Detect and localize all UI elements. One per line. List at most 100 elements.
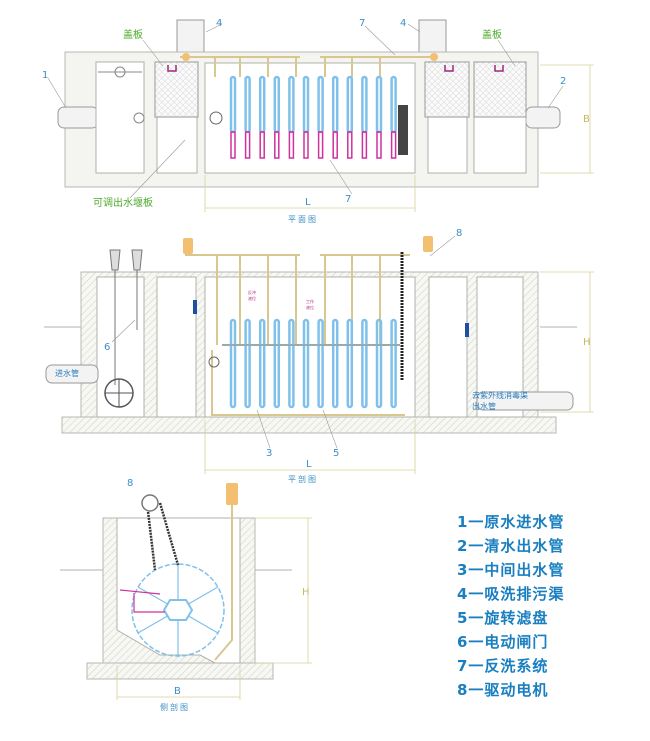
valve-icons xyxy=(183,236,433,254)
filter-disc-lower xyxy=(288,131,295,159)
filter-disc-lower xyxy=(317,131,324,159)
dim-H-label: H xyxy=(583,337,591,348)
legend-item: 8一驱动电机 xyxy=(457,681,549,699)
dim-L-label: L xyxy=(305,197,311,208)
drain-channel-left xyxy=(176,19,205,55)
backwash-pipes-plan xyxy=(180,56,430,77)
valve-icon xyxy=(182,53,190,61)
side-base-slab xyxy=(86,662,274,680)
legend: 1一原水进水管 2一清水出水管 3一中间出水管 4一吸洗排污渠 5一旋转滤盘 6… xyxy=(457,510,564,702)
filter-disc-lower xyxy=(347,131,353,159)
dim-H-section xyxy=(540,271,594,413)
filter-disc xyxy=(331,318,339,409)
filter-disc xyxy=(361,318,368,409)
cover-handle-icon xyxy=(167,65,177,72)
outlet-pipe-section xyxy=(476,391,574,411)
work-level-label: 工作 xyxy=(306,298,314,304)
section-view: L H 6 8 3 5 进水管 去紫外线消毒渠 出水管 反冲 液位 工作 液位 … xyxy=(44,228,594,484)
cover-plate-label-right: 盖板 xyxy=(482,28,502,41)
filter-disc-lower xyxy=(230,131,236,159)
dim-H-label: H xyxy=(302,587,310,598)
plan-view-title: 平面图 xyxy=(288,215,318,224)
filter-disc xyxy=(229,318,237,409)
dim-B-label: B xyxy=(174,686,181,697)
filter-disc xyxy=(244,318,251,409)
legend-item: 7一反洗系统 xyxy=(457,657,549,675)
filter-disc xyxy=(273,318,281,409)
backwash-level-label: 反冲 xyxy=(248,289,256,295)
dim-L-plan xyxy=(204,175,416,212)
dim-H-side xyxy=(255,517,312,664)
outlet-label-1: 去紫外线消毒渠 xyxy=(472,390,528,400)
drive-motor-icon xyxy=(141,494,159,512)
filter-disc-lower xyxy=(390,131,397,159)
label-1: 1 xyxy=(42,70,48,81)
backwash-level-label-2: 液位 xyxy=(248,295,256,301)
label-4-right: 4 xyxy=(400,18,406,29)
filter-disc-lower xyxy=(376,131,382,159)
label-8-side: 8 xyxy=(127,478,133,489)
work-level-label-2: 液位 xyxy=(306,304,314,310)
legend-item: 3一中间出水管 xyxy=(457,561,565,579)
plan-view: L B 1 2 4 4 7 7 盖板 盖板 可调出水堰板 平面图 xyxy=(42,18,594,224)
outlet-pipe xyxy=(525,106,561,129)
gate-valve-icon xyxy=(133,112,145,124)
backwash-pipe-side xyxy=(214,505,233,661)
level-marker xyxy=(193,300,197,314)
side-view: H B 8 侧剖图 xyxy=(60,478,312,712)
filter-chamber-section xyxy=(204,276,416,418)
backwash-arm xyxy=(119,589,165,613)
dim-L-label: L xyxy=(306,459,312,470)
filter-disc-lower xyxy=(332,131,338,159)
drive-chain-side xyxy=(145,502,180,571)
label-8: 8 xyxy=(456,228,462,239)
filter-disc-lower xyxy=(259,131,265,159)
dim-B-label: B xyxy=(583,114,590,125)
filter-disc xyxy=(288,318,295,409)
filter-disc xyxy=(390,318,397,409)
bearing-icon xyxy=(208,356,220,368)
inlet-label: 进水管 xyxy=(55,368,79,378)
inlet-chamber xyxy=(95,61,145,174)
weir-label: 可调出水堰板 xyxy=(93,196,153,209)
legend-item: 6一电动闸门 xyxy=(457,633,549,651)
label-5: 5 xyxy=(333,448,339,459)
gate-actuator-icon xyxy=(109,249,143,271)
level-marker xyxy=(465,323,469,337)
dim-B-side xyxy=(116,665,241,700)
drive-chain xyxy=(398,105,408,155)
legend-item: 2一清水出水管 xyxy=(457,537,565,555)
cover-plate-right-2 xyxy=(473,61,527,118)
valve-icon xyxy=(226,483,238,505)
label-2: 2 xyxy=(560,76,566,87)
filter-disc-lower xyxy=(244,131,251,159)
base-slab xyxy=(61,416,557,434)
filter-discs-section xyxy=(229,318,397,409)
label-3: 3 xyxy=(266,448,272,459)
valve-icon xyxy=(430,53,438,61)
label-7-top: 7 xyxy=(359,18,365,29)
filter-disc-lower xyxy=(303,131,309,159)
side-view-title: 侧剖图 xyxy=(160,702,190,712)
label-6: 6 xyxy=(104,342,110,353)
outlet-label-2: 出水管 xyxy=(472,401,496,411)
filter-discs-plan xyxy=(229,75,397,159)
cover-plate-label-left: 盖板 xyxy=(123,28,143,41)
backwash-pipes-section xyxy=(185,254,410,416)
inlet-pipe xyxy=(57,106,99,129)
filter-disc-lower xyxy=(274,131,280,159)
inlet-pipe-section xyxy=(45,364,99,384)
filter-disc xyxy=(258,318,266,409)
filter-chamber-plan xyxy=(204,62,416,174)
filter-disc xyxy=(375,318,383,409)
legend-item: 1一原水进水管 xyxy=(457,513,565,531)
legend-item: 5一旋转滤盘 xyxy=(457,609,549,627)
filter-disc xyxy=(346,318,354,409)
section-view-title: 平剖图 xyxy=(288,474,318,484)
filter-disc xyxy=(317,318,324,409)
label-7-bottom: 7 xyxy=(345,194,351,205)
filter-disc-lower xyxy=(361,131,368,159)
dim-B-plan xyxy=(540,64,594,174)
legend-item: 4一吸洗排污渠 xyxy=(457,585,565,603)
